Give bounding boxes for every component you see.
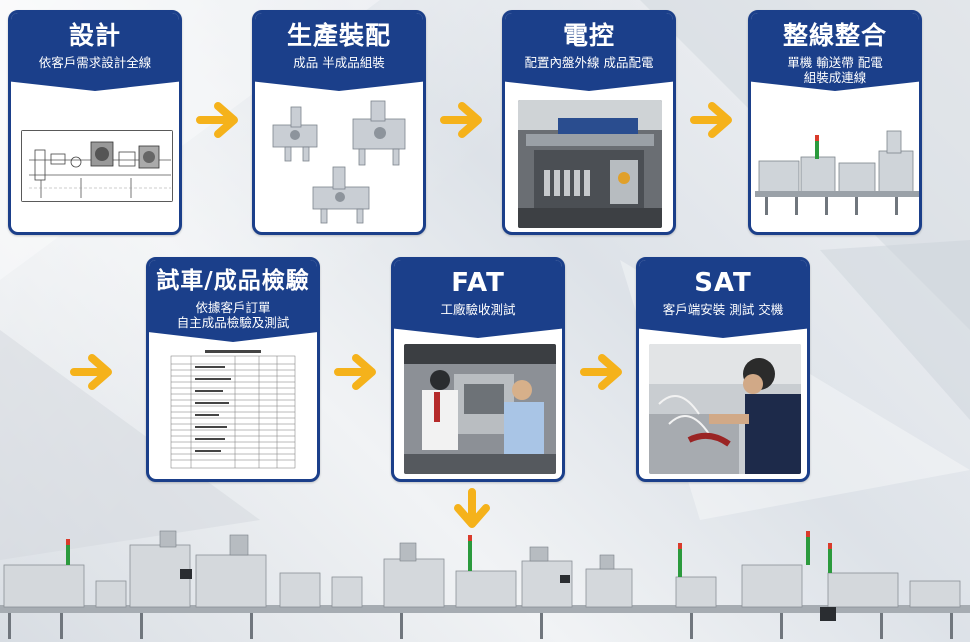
step-sat-title: SAT	[694, 268, 752, 298]
inspection-report-image	[165, 348, 301, 474]
step-production-card: 生產裝配 成品 半成品組裝	[252, 10, 426, 235]
step-integration-subtitle: 單機 輸送帶 配電 組裝成連線	[787, 55, 883, 85]
step-fat-card: FAT 工廠驗收測試	[391, 257, 565, 482]
step-sat-subtitle: 客戶端安裝 測試 交機	[662, 302, 784, 317]
step-electrical-subtitle: 配置內盤外線 成品配電	[524, 55, 654, 70]
step-electrical-header: 電控 配置內盤外線 成品配電	[505, 13, 673, 91]
design-drawing-image	[21, 130, 173, 202]
step-production-header: 生產裝配 成品 半成品組裝	[255, 13, 423, 91]
step-fat-title: FAT	[451, 268, 505, 298]
arrow-right-icon	[70, 354, 112, 390]
arrow-right-icon	[580, 354, 622, 390]
arrow-down-icon	[454, 488, 490, 528]
step-integration-header: 整線整合 單機 輸送帶 配電 組裝成連線	[751, 13, 919, 91]
factory-acceptance-test-image	[404, 344, 556, 474]
step-testing-title: 試車/成品檢驗	[156, 268, 310, 294]
step-sat-card: SAT 客戶端安裝 測試 交機	[636, 257, 810, 482]
step-design-subtitle: 依客戶需求設計全線	[38, 55, 152, 70]
step-design-title: 設計	[68, 21, 121, 50]
step-design-card: 設計 依客戶需求設計全線	[8, 10, 182, 235]
step-testing-card: 試車/成品檢驗 依據客戶訂單 自主成品檢驗及測試	[146, 257, 320, 482]
step-design-header: 設計 依客戶需求設計全線	[11, 13, 179, 91]
step-electrical-card: 電控 配置內盤外線 成品配電	[502, 10, 676, 235]
step-testing-subtitle: 依據客戶訂單 自主成品檢驗及測試	[176, 300, 290, 330]
step-fat-subtitle: 工廠驗收測試	[440, 302, 516, 317]
arrow-right-icon	[334, 354, 376, 390]
step-integration-card: 整線整合 單機 輸送帶 配電 組裝成連線	[748, 10, 922, 235]
step-testing-header: 試車/成品檢驗 依據客戶訂單 自主成品檢驗及測試	[149, 260, 317, 342]
step-production-subtitle: 成品 半成品組裝	[293, 55, 385, 70]
electrical-cabinet-image	[518, 100, 662, 228]
step-production-title: 生產裝配	[286, 21, 391, 50]
step-integration-title: 整線整合	[782, 21, 887, 50]
arrow-right-icon	[690, 102, 732, 138]
step-fat-header: FAT 工廠驗收測試	[394, 260, 562, 338]
integrated-line-image	[755, 121, 919, 221]
step-sat-header: SAT 客戶端安裝 測試 交機	[639, 260, 807, 338]
site-acceptance-test-image	[649, 344, 801, 474]
step-electrical-title: 電控	[562, 21, 615, 50]
production-line-image	[0, 530, 970, 639]
arrow-right-icon	[196, 102, 238, 138]
assembly-machines-image	[263, 95, 419, 227]
arrow-right-icon	[440, 102, 482, 138]
